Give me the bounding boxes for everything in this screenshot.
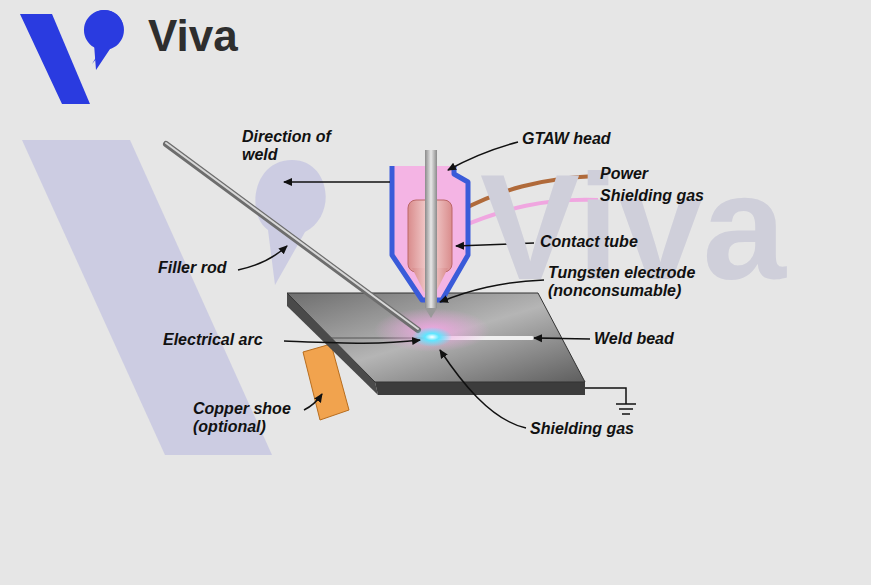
electrical-arc	[412, 327, 452, 347]
part-label: Shielding gas	[530, 420, 660, 438]
gtaw-head	[392, 150, 468, 318]
part-label: Electrical arc	[163, 331, 288, 349]
workpiece-plate	[287, 293, 585, 395]
part-label: Filler rod	[158, 259, 248, 277]
part-label: Shielding gas	[600, 187, 730, 205]
part-label: Power	[600, 165, 690, 183]
part-label: Weld bead	[594, 330, 704, 348]
filler-rod	[166, 144, 418, 330]
ground-symbol	[585, 388, 636, 414]
part-label: GTAW head	[522, 130, 642, 148]
part-label: Direction of weld	[242, 128, 360, 165]
shielding-gas-cloud	[374, 308, 490, 352]
watermark-mark	[22, 140, 326, 455]
part-label: Copper shoe (optional)	[193, 400, 305, 437]
logo-icon	[20, 10, 124, 104]
logo-text: Viva	[148, 14, 308, 58]
part-label: Tungsten electrode (nonconsumable)	[548, 264, 718, 301]
part-label: Contact tube	[540, 233, 680, 251]
